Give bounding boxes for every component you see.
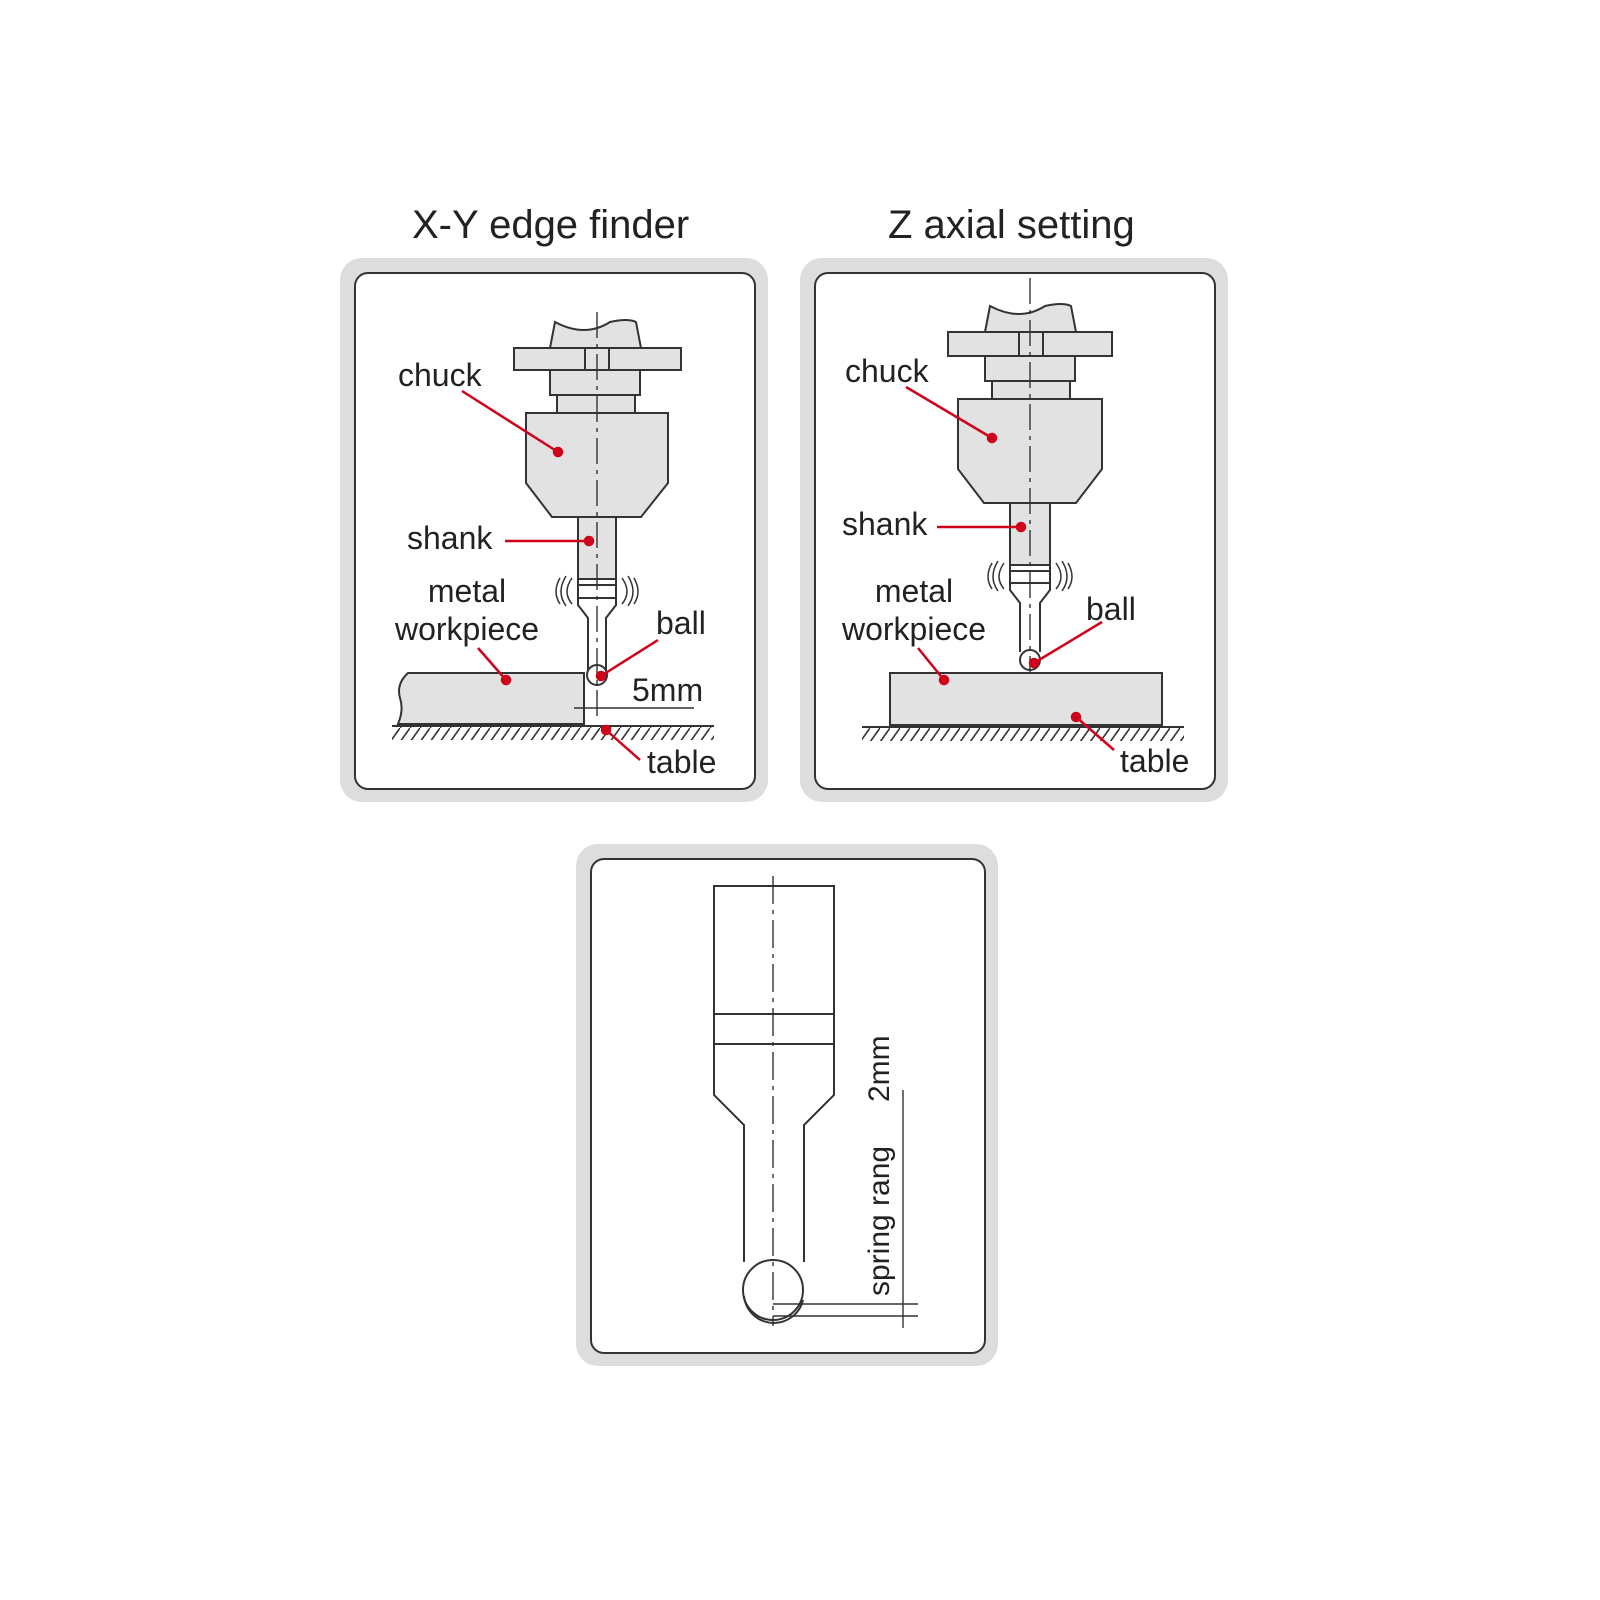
xy-label-ball: ball xyxy=(656,605,706,641)
z-label-chuck: chuck xyxy=(845,353,930,389)
z-label-workpiece-line2: workpiece xyxy=(841,611,986,647)
xy-label-shank: shank xyxy=(407,520,493,556)
xy-label-5mm: 5mm xyxy=(632,672,703,708)
xy-label-chuck: chuck xyxy=(398,357,483,393)
xy-label-workpiece-line2: workpiece xyxy=(394,611,539,647)
detail-label-2mm: 2mm xyxy=(863,1035,896,1102)
xy-label-workpiece-line1: metal xyxy=(428,573,506,609)
spring-range-detail-drawing: spring rang 2mm xyxy=(713,876,918,1328)
z-label-shank: shank xyxy=(842,506,928,542)
z-axial-setting-drawing: chuck shank metal workpiece ball table xyxy=(841,278,1189,779)
title-z-axial-setting: Z axial setting xyxy=(888,203,1135,247)
z-label-workpiece-line1: metal xyxy=(875,573,953,609)
detail-label-spring-range: spring rang xyxy=(863,1146,896,1296)
z-label-table: table xyxy=(1120,743,1189,779)
z-label-ball: ball xyxy=(1086,591,1136,627)
xy-edge-finder-drawing: chuck shank metal workpiece ball 5mm tab… xyxy=(392,312,716,780)
title-xy-edge-finder: X-Y edge finder xyxy=(412,203,690,247)
xy-label-table: table xyxy=(647,744,716,780)
